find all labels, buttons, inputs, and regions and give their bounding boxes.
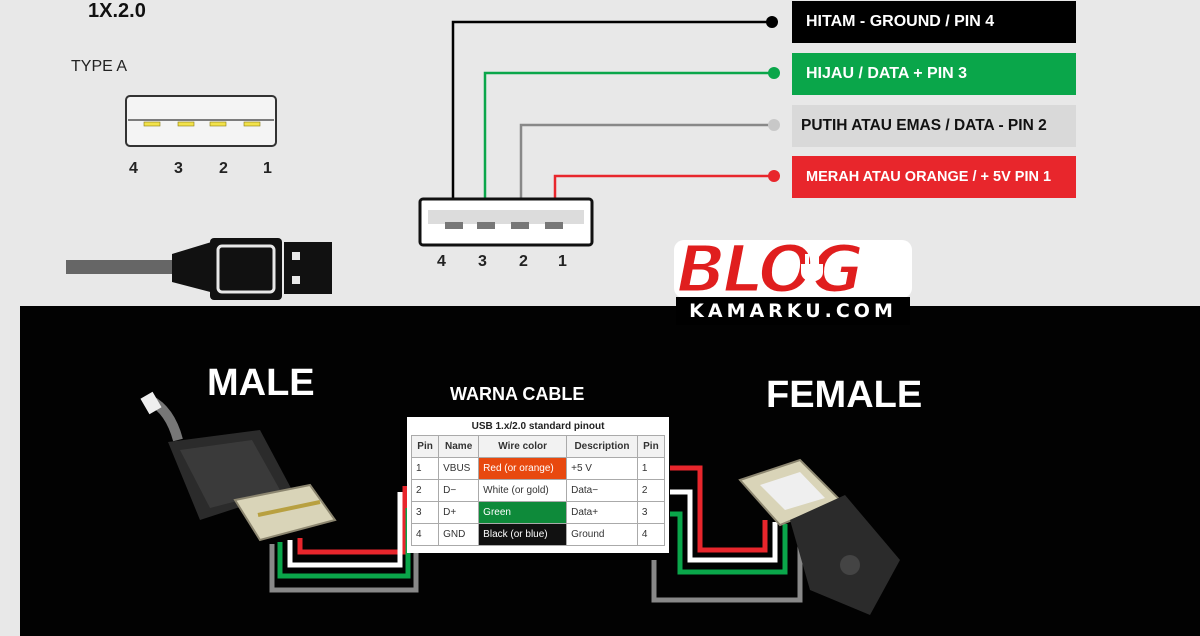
wire-legend-label: PUTIH ATAU EMAS / DATA - PIN 2: [801, 117, 1047, 134]
wire-color-cell: Red (or orange): [478, 457, 568, 480]
blog-logo-word: BLOG: [676, 231, 862, 308]
name-cell: GND: [438, 523, 480, 546]
wire-legend-vbus: MERAH ATAU ORANGE / + 5V PIN 1: [792, 156, 1076, 198]
male-plug-illustration: [140, 391, 419, 593]
pin-cell: 4: [410, 523, 440, 546]
wire-legend-data-minus: PUTIH ATAU EMAS / DATA - PIN 2: [792, 105, 1076, 147]
female-label: FEMALE: [766, 374, 923, 416]
wire-legend-label: MERAH ATAU ORANGE / + 5V PIN 1: [806, 169, 1052, 185]
wire-legend-label: HIJAU / DATA + PIN 3: [806, 65, 968, 82]
pin-cell: 1: [410, 457, 440, 480]
female-socket-illustration: [651, 458, 900, 615]
description-cell: Data−: [566, 479, 638, 502]
blog-domain: KAMARKU.COM: [676, 297, 910, 325]
type-a-label: TYPE A: [71, 58, 128, 75]
pin-cell: 1: [636, 457, 666, 480]
wire-color-cell: White (or gold): [478, 479, 568, 502]
description-cell: Data+: [566, 501, 638, 524]
pin-cell: 2: [410, 479, 440, 502]
wire-legend-label: HITAM - GROUND / PIN 4: [806, 13, 995, 30]
page-title: 1X.2.0: [88, 0, 146, 22]
name-cell: VBUS: [438, 457, 480, 480]
column-header: Wire color: [478, 435, 568, 458]
wire-routing-diagram: [418, 16, 780, 247]
name-cell: D−: [438, 479, 480, 502]
type-a-pin-label: 2: [219, 160, 228, 177]
pin-cell: 2: [636, 479, 666, 502]
connector-pin-label: 1: [558, 253, 567, 270]
usb-plug-icon: [66, 238, 332, 300]
connector-pin-label: 4: [437, 253, 446, 270]
pin-cell: 3: [636, 501, 666, 524]
pinout-caption: USB 1.x/2.0 standard pinout: [471, 421, 605, 432]
wire-color-cell: Green: [478, 501, 568, 524]
male-label: MALE: [207, 362, 315, 404]
table-row: 3 D+ Green Data+ 3: [410, 501, 666, 524]
connector-pin-label: 3: [478, 253, 487, 270]
column-header: Pin: [636, 435, 666, 458]
connector-pin-label: 2: [519, 253, 528, 270]
blog-logo: BLOG: [674, 230, 912, 310]
pin-cell: 4: [636, 523, 666, 546]
type-a-pin-label: 3: [174, 160, 183, 177]
description-cell: +5 V: [566, 457, 638, 480]
pinout-table: Pin Name Wire color Description Pin 1 VB…: [410, 435, 666, 546]
type-a-pin-label: 4: [129, 160, 138, 177]
pin-cell: 3: [410, 501, 440, 524]
pinout-table-card: USB 1.x/2.0 standard pinout Pin Name Wir…: [407, 417, 669, 553]
table-row: 2 D− White (or gold) Data− 2: [410, 479, 666, 502]
wire-legend-data-plus: HIJAU / DATA + PIN 3: [792, 53, 1076, 95]
table-row: 1 VBUS Red (or orange) +5 V 1: [410, 457, 666, 480]
type-a-pin-label: 1: [263, 160, 272, 177]
column-header: Name: [438, 435, 480, 458]
wire-color-cell: Black (or blue): [478, 523, 568, 546]
column-header: Pin: [410, 435, 440, 458]
name-cell: D+: [438, 501, 480, 524]
table-row: 4 GND Black (or blue) Ground 4: [410, 523, 666, 546]
type-a-socket-diagram: [125, 95, 277, 147]
column-header: Description: [566, 435, 638, 458]
description-cell: Ground: [566, 523, 638, 546]
cable-title: WARNA CABLE: [450, 384, 585, 404]
table-header-row: Pin Name Wire color Description Pin: [410, 435, 666, 458]
plug-icon: [801, 254, 823, 289]
wire-legend-ground: HITAM - GROUND / PIN 4: [792, 1, 1076, 43]
